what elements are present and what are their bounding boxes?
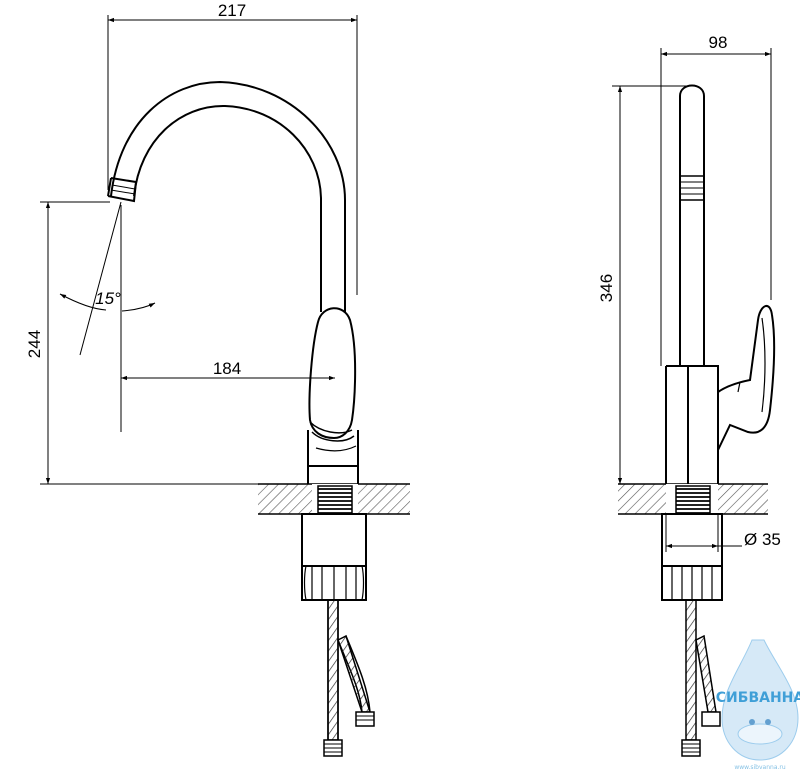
dim-mount-diameter: Ø 35	[744, 530, 781, 549]
spout-side	[679, 84, 705, 366]
countertop-section-right	[618, 483, 768, 515]
dim-spout-height: 244	[25, 330, 44, 358]
brand-watermark: СИБВАННА www.sibvanna.ru	[716, 639, 800, 771]
watermark-brand: СИБВАННА	[716, 690, 800, 706]
supply-hoses-left	[323, 599, 375, 757]
dim-angle: 15°	[95, 289, 121, 308]
supply-hoses-right	[681, 599, 721, 757]
mixer-body	[307, 430, 359, 484]
countertop-section-left	[258, 483, 410, 515]
aerator	[107, 177, 137, 203]
dim-reach: 184	[213, 359, 241, 378]
dim-side-width: 98	[709, 33, 728, 52]
front-view-dimensions	[40, 15, 358, 485]
side-view-dimensions	[612, 48, 772, 552]
spout	[110, 80, 346, 312]
lever-handle-side	[717, 305, 776, 451]
mounting-nut-right	[661, 513, 723, 601]
lever-handle	[308, 307, 357, 440]
dim-overall-width: 217	[218, 1, 246, 20]
mixer-body-side	[665, 365, 719, 484]
dim-overall-height: 346	[597, 274, 616, 302]
watermark-url: www.sibvanna.ru	[734, 764, 786, 771]
front-view	[107, 80, 410, 757]
mounting-nut-left	[301, 513, 367, 601]
side-view	[618, 84, 776, 757]
